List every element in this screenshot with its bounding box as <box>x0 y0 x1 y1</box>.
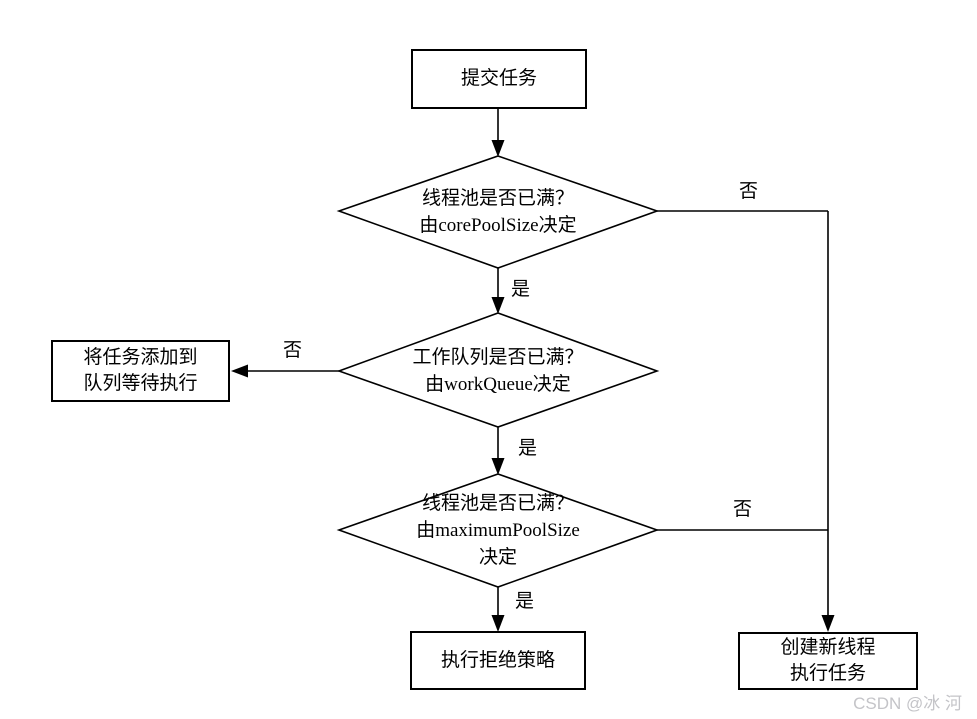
edge-label-no-queue: 否 <box>283 340 303 361</box>
node-create-thread: 创建新线程 执行任务 <box>738 632 918 690</box>
flowchart-arrowheads <box>231 140 835 632</box>
arrowhead-into-decision-core <box>491 140 505 157</box>
flowchart-decisions <box>336 155 660 588</box>
flowchart-edges <box>244 109 829 619</box>
arrowhead-into-reject <box>491 615 505 632</box>
arrowhead-into-decision-queue <box>491 297 505 314</box>
edge-label-no-max: 否 <box>733 499 753 520</box>
decision-max-label: 线程池是否已满？ 由maximumPoolSize 决定 <box>416 493 580 568</box>
arrowhead-into-decision-max <box>491 458 505 475</box>
decision-core-shape <box>336 155 660 269</box>
decision-core-label: 线程池是否已满？ 由corePoolSize决定 <box>419 188 577 236</box>
decision-queue-label: 工作队列是否已满？ 由workQueue决定 <box>412 347 584 395</box>
csdn-watermark: CSDN @冰 河 <box>853 694 962 713</box>
arrowhead-into-add-queue <box>231 364 248 378</box>
edge-label-yes-core: 是 <box>511 279 531 300</box>
node-start: 提交任务 <box>411 49 587 109</box>
edge-label-yes-queue: 是 <box>518 438 538 459</box>
arrowhead-into-create-thread <box>821 615 835 632</box>
edge-label-yes-max: 是 <box>515 591 535 612</box>
node-reject-policy: 执行拒绝策略 <box>410 631 586 690</box>
decision-queue-shape <box>336 312 660 428</box>
edge-label-no-core: 否 <box>739 181 759 202</box>
node-add-to-queue: 将任务添加到 队列等待执行 <box>51 340 230 402</box>
decision-max-shape <box>336 473 660 588</box>
